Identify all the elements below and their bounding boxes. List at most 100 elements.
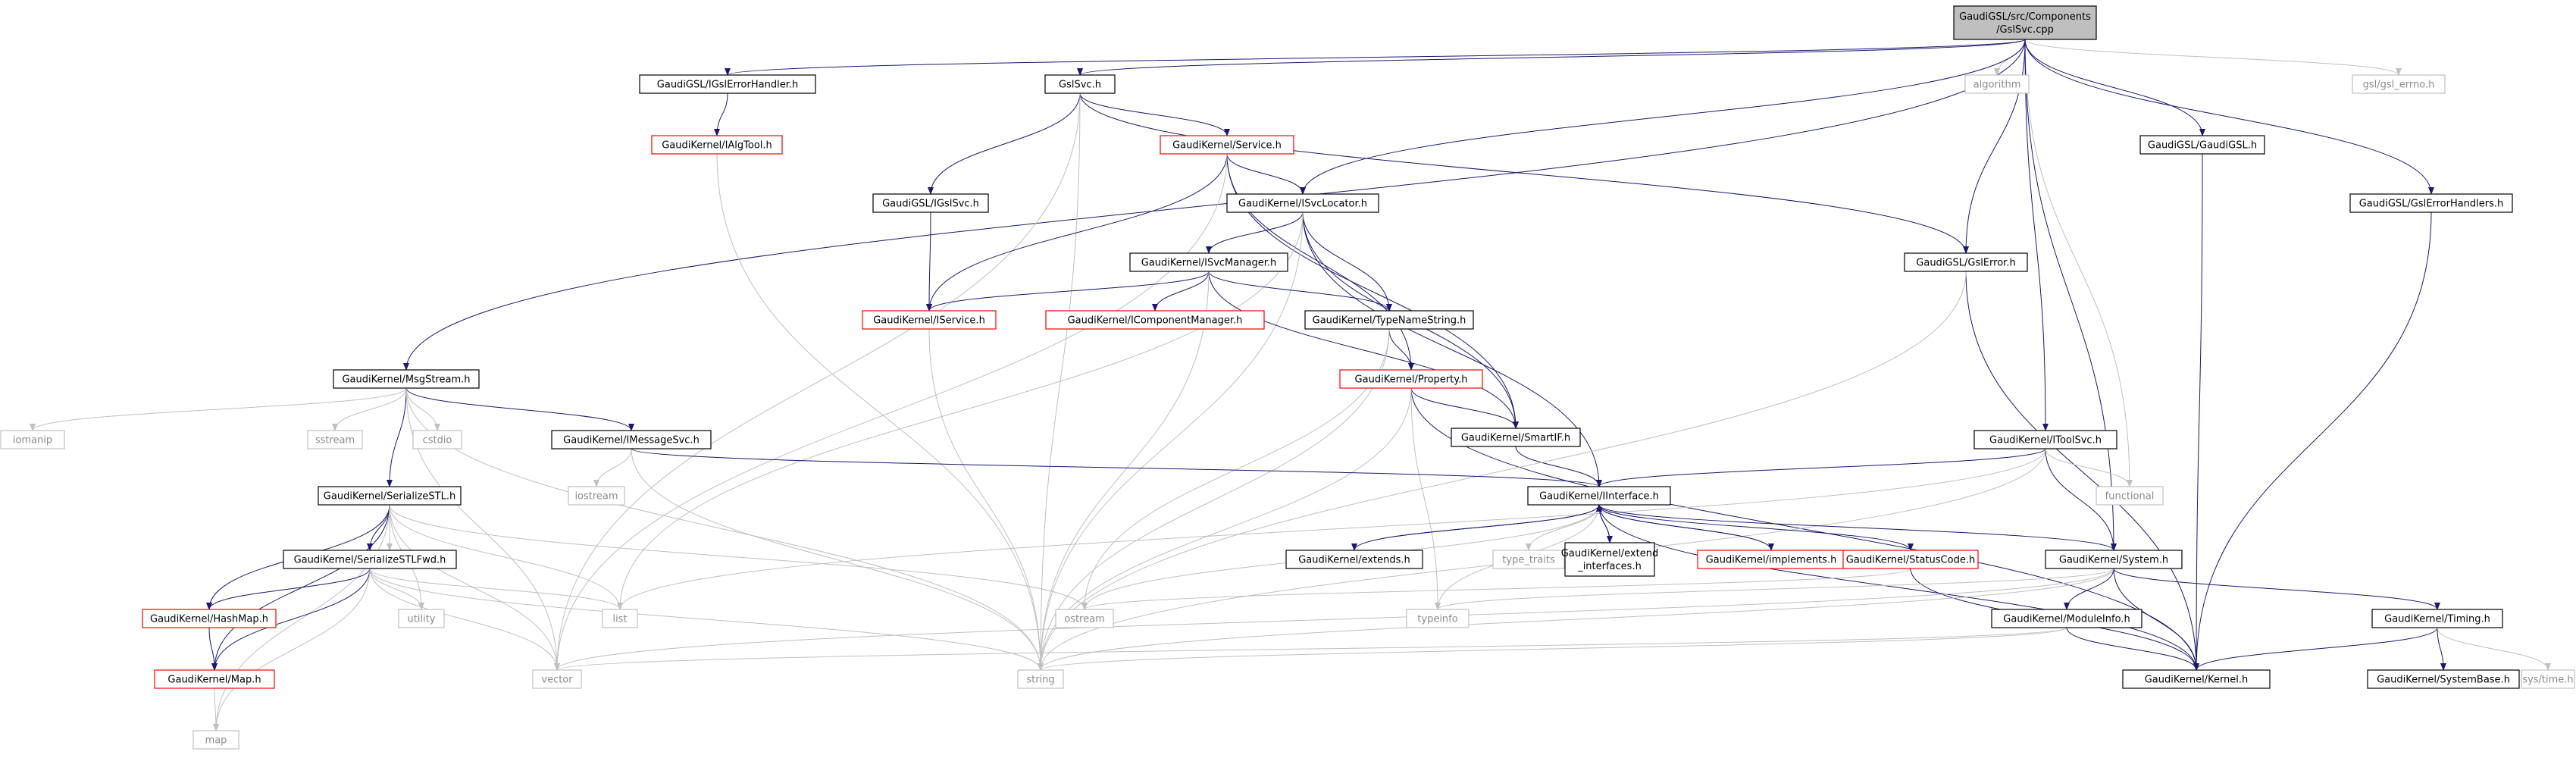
node-system-h[interactable]: GaudiKernel/System.h [2045,550,2183,569]
node-property[interactable]: GaudiKernel/Property.h [1339,369,1483,389]
edge-system-h-to-timing [2113,568,2440,610]
edge-itoolsvc-to-list [617,448,2046,610]
edge-msgstream-to-cstdio [405,387,440,431]
edge-imessagesvc-to-string [631,448,1044,671]
node-gslerrorhandlers[interactable]: GaudiGSL/GslErrorHandlers.h [2349,193,2513,213]
node-imessagesvc[interactable]: GaudiKernel/IMessageSvc.h [551,430,712,449]
node-label: sstream [315,435,355,446]
node-systembase[interactable]: GaudiKernel/SystemBase.h [2367,669,2520,689]
node-igslerrorhandler[interactable]: GaudiGSL/IGslErrorHandler.h [639,74,816,94]
edge-moduleinfo-to-kernel [2066,627,2199,671]
node-map-h[interactable]: GaudiKernel/Map.h [154,669,275,689]
node-box [333,369,480,389]
edge-iinterface-to-statuscode [1598,504,1914,551]
node-isvcmanager[interactable]: GaudiKernel/ISvcManager.h [1129,252,1288,272]
node-label: vector [541,675,573,686]
node-box [1527,486,1671,506]
node-typenamestring[interactable]: GaudiKernel/TypeNameString.h [1304,310,1474,330]
node-label: GaudiKernel/extends.h [1298,555,1410,566]
edge-itoolsvc-to-iinterface [1596,448,2046,487]
node-box [532,669,582,689]
node-icomponentmanager[interactable]: GaudiKernel/IComponentManager.h [1045,310,1265,330]
node-box [2122,669,2271,689]
edge-isvcmanager-to-string [1038,271,1210,671]
node-label: GaudiKernel/IService.h [873,315,985,327]
node-utility: utility [398,609,445,628]
node-service-h[interactable]: GaudiKernel/Service.h [1160,135,1294,155]
edge-isvclocator-to-isvcmanager [1206,211,1304,254]
edge-gslsvc-h-to-vector [554,92,1081,671]
node-gslsvc-cpp[interactable]: GaudiGSL/src/Components/GslSvc.cpp [1953,5,2097,40]
edge-statuscode-to-ostream [1081,568,1911,610]
node-moduleinfo[interactable]: GaudiKernel/ModuleInfo.h [1991,609,2142,628]
node-label: GaudiKernel/System.h [2059,555,2168,566]
node-ialgtool[interactable]: GaudiKernel/IAlgTool.h [651,135,783,155]
edge-iservice-to-string [928,328,1044,671]
node-label: GaudiKernel/IToolSvc.h [1989,435,2102,446]
edge-moduleinfo-to-vector [554,627,2067,671]
edge-typenamestring-to-string [1038,328,1390,671]
edge-hashmap-to-map-h [208,627,218,671]
edge-gslsvc-cpp-to-functional [2024,39,2133,487]
node-kernel[interactable]: GaudiKernel/Kernel.h [2122,669,2271,689]
node-box [2139,135,2265,155]
node-box [1226,193,1379,213]
edge-iinterface-to-type-traits [1526,504,1600,551]
edge-typenamestring-to-property [1388,328,1414,371]
edge-map-h-to-map [212,688,219,731]
edge-gslsvc-cpp-to-gsl-errno [2024,39,2402,76]
node-box [2096,486,2164,506]
node-serializestlfwd[interactable]: GaudiKernel/SerializeSTLFwd.h [283,550,457,569]
node-label: ostream [1064,614,1105,625]
node-box [2352,74,2446,94]
node-box [1904,252,2028,272]
node-label: gsl/gsl_errno.h [2363,80,2435,91]
node-extends[interactable]: GaudiKernel/extends.h [1285,550,1423,569]
node-iservice[interactable]: GaudiKernel/IService.h [862,310,997,330]
edge-gslerrorhandlers-to-kernel [2193,211,2432,671]
node-statuscode[interactable]: GaudiKernel/StatusCode.h [1842,550,1979,569]
node-label: cstdio [423,435,452,446]
node-label: utility [408,614,436,625]
node-label: GaudiKernel/ISvcLocator.h [1238,199,1367,210]
node-smartif[interactable]: GaudiKernel/SmartIF.h [1451,428,1581,447]
node-gslsvc-h[interactable]: GslSvc.h [1044,74,1116,94]
node-label: typeinfo [1417,614,1457,625]
node-label: GaudiKernel/StatusCode.h [1846,555,1975,566]
edge-gslsvc-h-to-gslerror [1079,92,1969,254]
node-extend-interfaces[interactable]: GaudiKernel/extend_interfaces.h [1561,542,1658,577]
node-label: GaudiGSL/IGslSvc.h [882,199,979,210]
edge-gslsvc-cpp-to-gslsvc-h [1077,39,2026,76]
node-hashmap[interactable]: GaudiKernel/HashMap.h [142,609,277,628]
node-label: GaudiGSL/IGslErrorHandler.h [657,80,798,91]
edge-isvcmanager-to-iservice [926,271,1210,312]
edge-igslerrorhandler-to-ialgtool [714,92,728,136]
node-igslsvc[interactable]: GaudiGSL/IGslSvc.h [872,193,989,213]
node-box [283,550,457,569]
edge-isvclocator-to-string [1038,211,1304,671]
edge-timing-to-kernel [2193,627,2438,671]
node-box [1964,74,2030,94]
node-gaudigsl-h[interactable]: GaudiGSL/GaudiGSL.h [2139,135,2265,155]
edge-service-h-to-vector [554,153,1228,671]
node-box [1044,74,1116,94]
node-gslerror[interactable]: GaudiGSL/GslError.h [1904,252,2028,272]
node-label: algorithm [1973,80,2021,91]
node-iinterface[interactable]: GaudiKernel/IInterface.h [1527,486,1671,506]
edge-isvclocator-to-list [617,211,1304,610]
node-box [1492,550,1565,569]
node-label: GaudiGSL/GaudiGSL.h [2148,140,2257,152]
node-box [551,430,712,449]
node-label: sys/time.h [2522,675,2573,686]
node-itoolsvc[interactable]: GaudiKernel/IToolSvc.h [1973,430,2117,449]
node-implements[interactable]: GaudiKernel/implements.h [1697,550,1845,569]
node-timing[interactable]: GaudiKernel/Timing.h [2371,609,2503,628]
node-label: GslSvc.h [1059,80,1101,91]
node-serializestl[interactable]: GaudiKernel/SerializeSTL.h [318,486,462,506]
edge-gslsvc-cpp-to-itoolsvc [2024,39,2049,431]
edge-gslerror-to-kernel [1965,271,2199,671]
node-msgstream[interactable]: GaudiKernel/MsgStream.h [333,369,480,389]
node-isvclocator[interactable]: GaudiKernel/ISvcLocator.h [1226,193,1379,213]
node-label: list [612,614,627,625]
edge-gslsvc-cpp-to-isvclocator [1300,39,2026,195]
